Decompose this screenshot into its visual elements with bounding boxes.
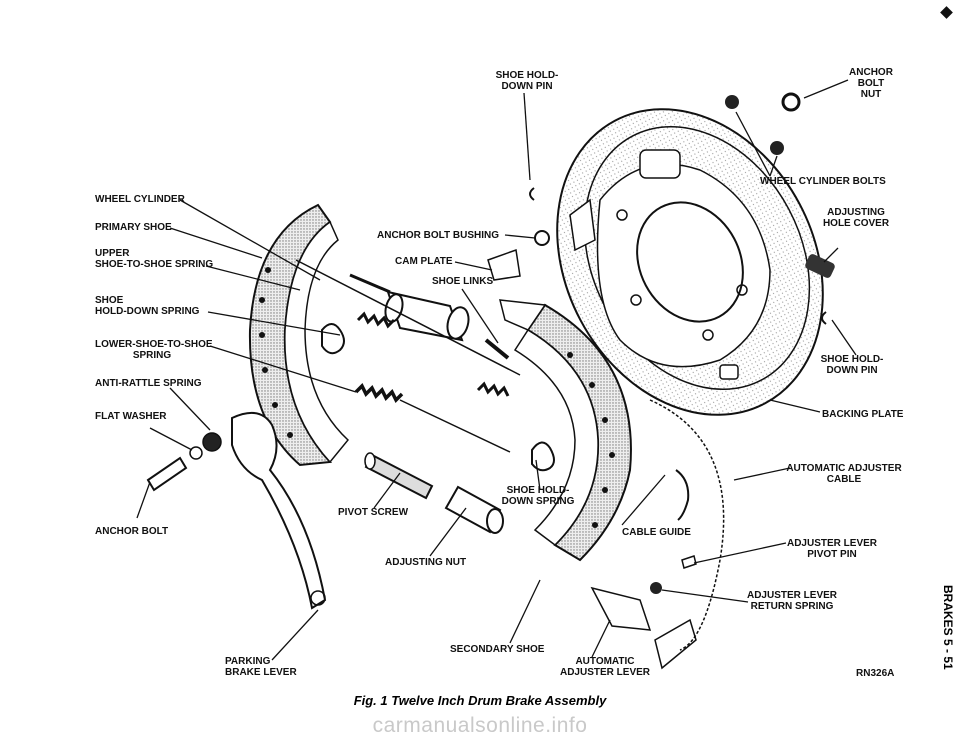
label-anchor-bolt-bushing: ANCHOR BOLT BUSHING <box>377 230 500 241</box>
wheel-cylinder <box>349 273 470 342</box>
leader-lines <box>136 79 857 661</box>
label-primary-shoe: PRIMARY SHOE <box>95 222 172 233</box>
label-shoe-links: SHOE LINKS <box>432 276 494 287</box>
label-pivot-screw: PIVOT SCREW <box>338 507 409 518</box>
label-lower-shoe-to-shoe-spring: LOWER-SHOE-TO-SHOE SPRING <box>95 339 213 361</box>
label-anchor-bolt: ANCHOR BOLT <box>95 526 169 537</box>
label-figure-code: RN326A <box>856 668 895 679</box>
sidebar-text: BRAKES 5 - 51 <box>941 585 955 670</box>
label-adjuster-lever-pivot-pin: ADJUSTER LEVER PIVOT PIN <box>786 538 877 560</box>
watermark: carmanualsonline.info <box>372 714 588 737</box>
small-hardware <box>484 92 835 670</box>
secondary-shoe <box>499 299 632 562</box>
label-automatic-adjuster-lever: AUTOMATIC ADJUSTER LEVER <box>559 656 650 678</box>
label-anchor-bolt-nut: ANCHOR BOLT NUT <box>849 67 893 100</box>
label-adjusting-hole-cover: ADJUSTING HOLE COVER <box>822 207 890 229</box>
label-automatic-adjuster-cable: AUTOMATIC ADJUSTER CABLE <box>786 463 902 485</box>
label-secondary-shoe: SECONDARY SHOE <box>450 644 545 655</box>
label-flat-washer: FLAT WASHER <box>95 411 167 422</box>
springs <box>295 259 555 472</box>
label-wheel-cylinder: WHEEL CYLINDER <box>95 194 185 205</box>
label-cable-guide: CABLE GUIDE <box>622 527 691 538</box>
label-parking-brake-lever: PARKING BRAKE LEVER <box>225 656 297 678</box>
adjusting-nut <box>444 485 504 534</box>
label-anti-rattle-spring: ANTI-RATTLE SPRING <box>95 378 202 389</box>
label-upper-shoe-to-shoe-spring: UPPER SHOE-TO-SHOE SPRING <box>95 248 214 270</box>
label-wheel-cylinder-bolts: WHEEL CYLINDER BOLTS <box>760 176 886 187</box>
label-shoe-hold-down-spring-left: SHOE HOLD-DOWN SPRING <box>95 295 200 317</box>
label-adjuster-lever-return-spring: ADJUSTER LEVER RETURN SPRING <box>746 590 837 612</box>
figure-caption: Fig. 1 Twelve Inch Drum Brake Assembly <box>353 693 607 708</box>
label-shoe-hold-down-pin-top: SHOE HOLD- DOWN PIN <box>495 70 559 92</box>
label-shoe-hold-down-spring-center: SHOE HOLD- DOWN SPRING <box>501 485 575 507</box>
pivot-screw <box>364 452 434 500</box>
label-cam-plate: CAM PLATE <box>395 256 453 267</box>
backing-plate <box>556 108 824 416</box>
label-adjusting-nut: ADJUSTING NUT <box>385 557 467 568</box>
label-shoe-hold-down-pin-right: SHOE HOLD- DOWN PIN <box>820 354 884 376</box>
parking-brake-lever <box>231 411 327 610</box>
page-sidebar: BRAKES 5 - 51 <box>941 585 957 735</box>
anchor-bolt <box>146 432 222 492</box>
label-backing-plate: BACKING PLATE <box>822 409 904 420</box>
